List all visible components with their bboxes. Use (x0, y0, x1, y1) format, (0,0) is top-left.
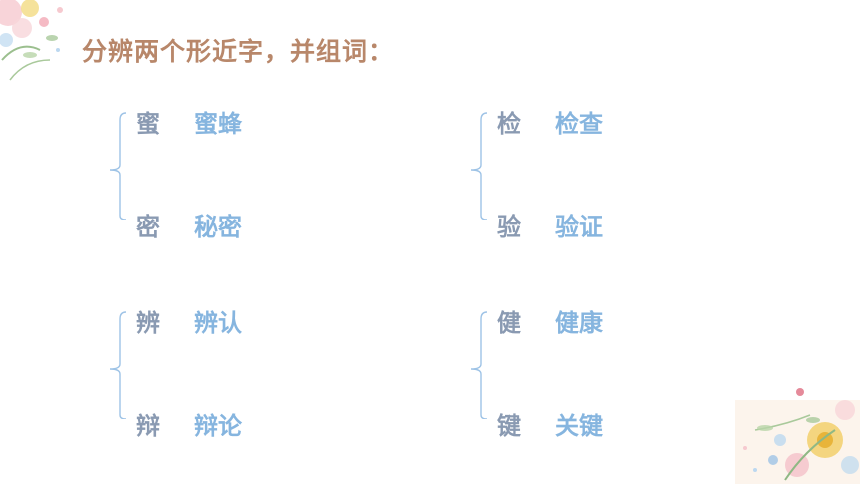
compound-word: 验证 (555, 213, 603, 241)
character: 检 (497, 110, 521, 138)
compound-word: 秘密 (194, 213, 242, 241)
bracket-icon (109, 311, 127, 419)
character: 蜜 (136, 110, 160, 138)
pair-row: 验 验证 (497, 207, 603, 242)
compound-word: 辨认 (194, 309, 242, 337)
compound-word: 健康 (555, 309, 603, 337)
flower-decoration-top-left-icon (0, 0, 63, 81)
compound-word: 关键 (555, 412, 603, 440)
character: 键 (497, 412, 521, 440)
word-group-2: 检 检查 验 验证 (469, 110, 669, 241)
word-group-3: 辨 辨认 辩 辩论 (108, 309, 308, 440)
bracket-icon (470, 112, 488, 220)
pair-row: 检 检查 (497, 104, 603, 139)
word-group-4: 健 健康 键 关键 (469, 309, 669, 440)
compound-word: 辩论 (194, 412, 242, 440)
word-group-1: 蜜 蜜蜂 密 秘密 (108, 110, 308, 241)
character: 辨 (136, 309, 160, 337)
bracket-icon (109, 112, 127, 220)
character: 密 (136, 213, 160, 241)
bracket-icon (470, 311, 488, 419)
character: 健 (497, 309, 521, 337)
pair-row: 键 关键 (497, 406, 603, 441)
page-title: 分辨两个形近字，并组词： (82, 37, 395, 66)
pair-row: 密 秘密 (136, 207, 242, 242)
pair-row: 蜜 蜜蜂 (136, 104, 242, 139)
flower-decoration-bottom-right-icon (735, 388, 860, 484)
pair-row: 辩 辩论 (136, 406, 242, 441)
character: 辩 (136, 412, 160, 440)
pair-row: 健 健康 (497, 303, 603, 338)
character: 验 (497, 213, 521, 241)
pair-row: 辨 辨认 (136, 303, 242, 338)
compound-word: 蜜蜂 (194, 110, 242, 138)
compound-word: 检查 (555, 110, 603, 138)
